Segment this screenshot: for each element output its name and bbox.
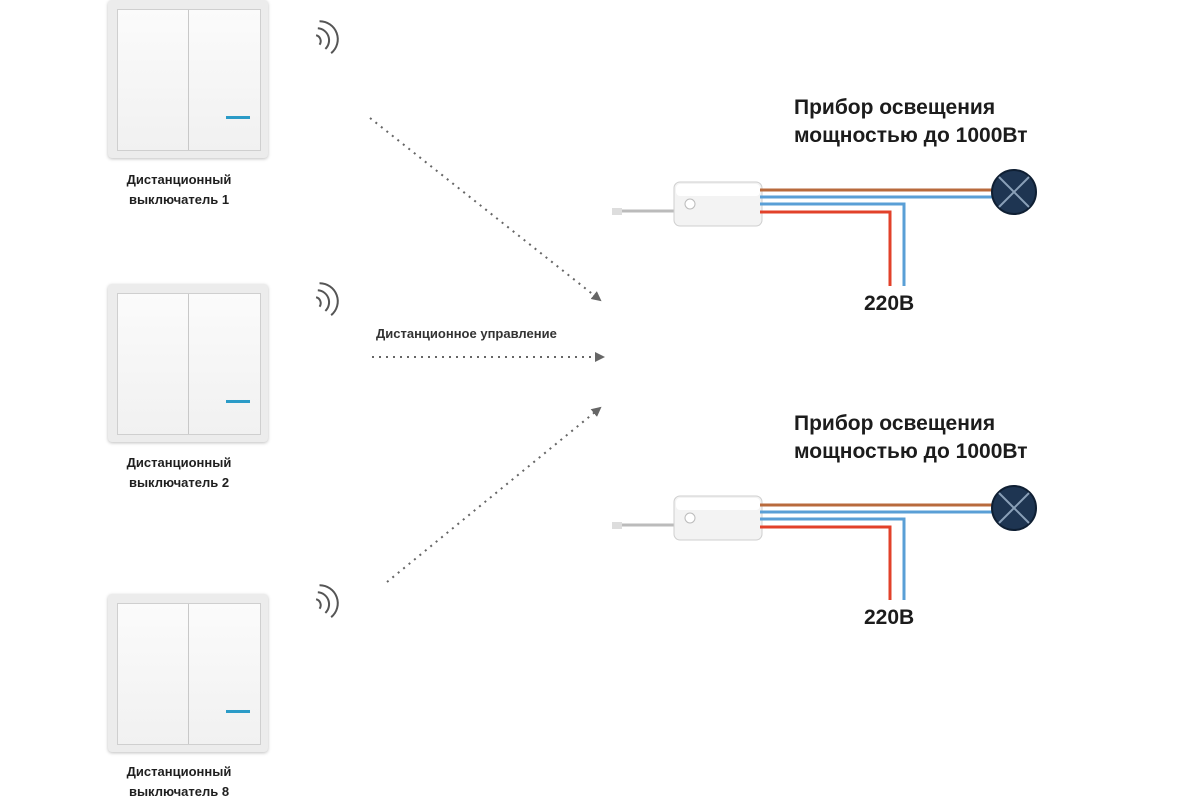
wireless-signal-icon: [315, 584, 339, 618]
wires-2: [760, 503, 995, 600]
indicator-led-icon: [226, 400, 250, 403]
switch-caption-2: Дистанционный выключатель 2: [89, 453, 269, 493]
switch-key-left[interactable]: [118, 10, 189, 150]
remote-switch-8[interactable]: [108, 594, 268, 752]
remote-switch-1[interactable]: [108, 0, 268, 158]
remote-switch-2[interactable]: [108, 284, 268, 442]
device-title-line: Прибор освещения: [794, 96, 996, 119]
switch-key-left[interactable]: [118, 604, 189, 744]
caption-line: выключатель 2: [128, 475, 230, 490]
switch-key-right[interactable]: [189, 604, 260, 744]
switch-caption-8: Дистанционный выключатель 8: [89, 762, 269, 802]
remote-control-label: Дистанционное управление: [376, 326, 557, 341]
device-title-line: Прибор освещения: [794, 412, 996, 435]
indicator-led-icon: [226, 116, 250, 119]
caption-line: выключатель 1: [128, 192, 230, 207]
caption-line: Дистанционный: [126, 764, 232, 779]
relay-module-1: [612, 181, 763, 227]
switch-plate: [117, 603, 261, 745]
wireless-signal-icon: [315, 282, 339, 316]
switch-plate: [117, 293, 261, 435]
voltage-label-1: 220В: [864, 292, 915, 315]
signal-arrow-1: [369, 117, 602, 302]
switch-plate: [117, 9, 261, 151]
switch-key-right[interactable]: [189, 294, 260, 434]
device-title-line: мощностью до 1000Вт: [794, 124, 1028, 147]
caption-line: выключатель 8: [128, 784, 230, 799]
lamp-symbol-icon: [991, 485, 1037, 531]
caption-line: Дистанционный: [126, 172, 232, 187]
indicator-led-icon: [226, 710, 250, 713]
caption-line: Дистанционный: [126, 455, 232, 470]
switch-caption-1: Дистанционный выключатель 1: [89, 170, 269, 210]
voltage-label-2: 220В: [864, 606, 915, 629]
switch-key-right[interactable]: [189, 10, 260, 150]
wires-1: [760, 188, 995, 286]
relay-module-2: [612, 495, 763, 541]
switch-key-left[interactable]: [118, 294, 189, 434]
wireless-signal-icon: [315, 20, 339, 54]
signal-arrow-8: [386, 406, 602, 583]
device-title-1: Прибор освещения мощностью до 1000Вт: [794, 94, 1028, 150]
lamp-symbol-icon: [991, 169, 1037, 215]
device-title-line: мощностью до 1000Вт: [794, 440, 1028, 463]
device-title-2: Прибор освещения мощностью до 1000Вт: [794, 410, 1028, 466]
